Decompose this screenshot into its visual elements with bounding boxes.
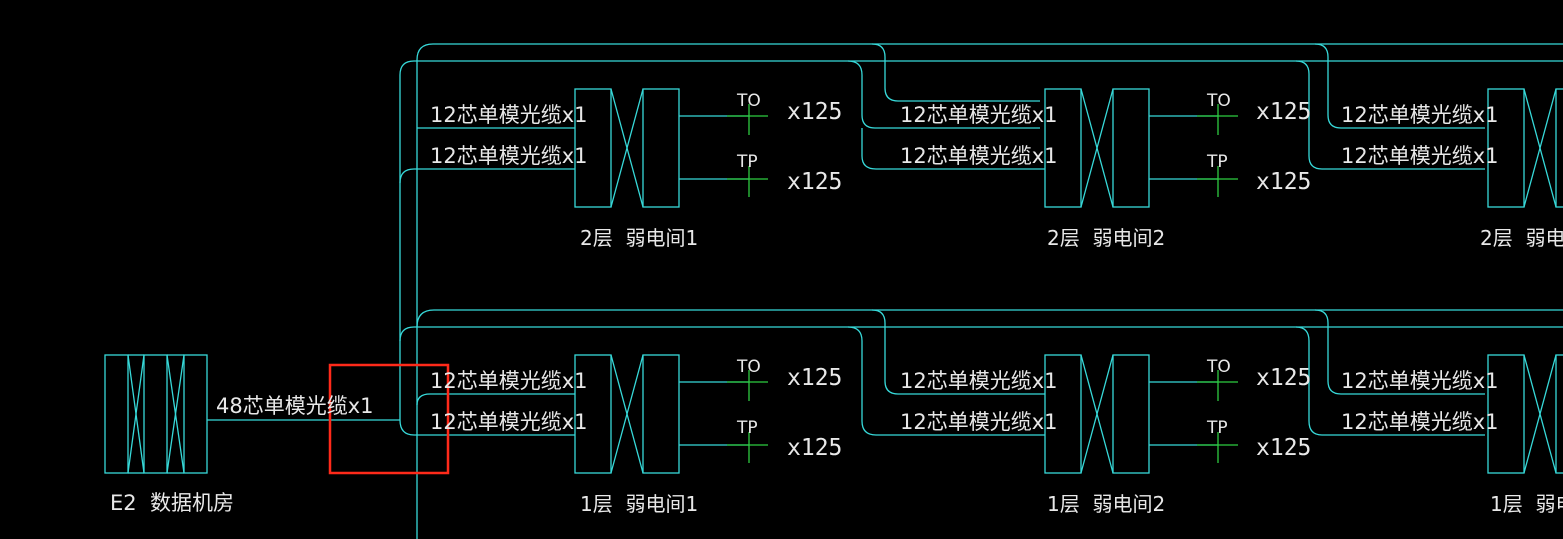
upper-bus-line-a [416, 43, 1040, 102]
cable-label: 12芯单模光缆x1 [1341, 369, 1499, 393]
cable-label: 12芯单模光缆x1 [430, 103, 588, 127]
closet-name: 1层 弱电间1 [580, 492, 698, 516]
lower-feed-b [399, 419, 575, 436]
outlet-count: x125 [1256, 169, 1311, 195]
outlet-symbol-tp [1197, 166, 1238, 197]
closet-rack-1f-3 [1487, 354, 1563, 474]
upper-bus-line-c [872, 43, 1485, 129]
outlet-count: x125 [787, 169, 842, 195]
outlet-count: x125 [1256, 435, 1311, 461]
outlet-symbol-tp [727, 166, 768, 197]
cable-label: 12芯单模光缆x1 [1341, 103, 1499, 127]
trunk-cable-label: 48芯单模光缆x1 [216, 394, 374, 418]
outlet-count: x125 [787, 435, 842, 461]
outlet-label-to: TO [736, 357, 761, 377]
outlet-symbol-tp [1197, 432, 1238, 463]
closet-name: 2层 弱电间1 [580, 226, 698, 250]
upper-feed-b [399, 168, 575, 184]
data-room-rack [104, 354, 208, 474]
outlet-label-tp: TP [1206, 152, 1228, 172]
outlet-symbol-tp [727, 432, 768, 463]
lower-bus-line-b [399, 326, 1045, 436]
closet-name: 2层 弱电间3 [1480, 226, 1563, 250]
closet-rack-1f-1 [574, 354, 680, 474]
outlet-label-tp: TP [736, 152, 758, 172]
cable-label: 12芯单模光缆x1 [900, 144, 1058, 168]
cable-label: 12芯单模光缆x1 [900, 103, 1058, 127]
outlet-label-to: TO [1206, 357, 1231, 377]
cable-label: 12芯单模光缆x1 [430, 410, 588, 434]
outlet-symbol-to [1197, 104, 1238, 135]
outlet-symbol-to [1197, 370, 1238, 401]
outlet-symbol-to [727, 104, 768, 135]
lower-bus-line-a [416, 309, 1045, 395]
highlight-box [328, 363, 450, 475]
outlet-count: x125 [1256, 99, 1311, 125]
data-room-label: E2 数据机房 [110, 491, 234, 515]
closet-rack-2f-3 [1487, 88, 1563, 208]
lower-bus-line-c [872, 309, 1485, 395]
closet-rack-1f-2 [1044, 354, 1150, 474]
closet-rack-2f-1 [574, 88, 680, 208]
cable-label: 12芯单模光缆x1 [430, 369, 588, 393]
outlet-count: x125 [787, 365, 842, 391]
upper-bus-line-b [399, 60, 1040, 420]
lower-bus-line-d [848, 326, 1485, 436]
closet-name: 1层 弱电间 [1490, 492, 1563, 516]
cable-label: 12芯单模光缆x1 [900, 369, 1058, 393]
outlet-label-tp: TP [736, 418, 758, 438]
outlet-label-to: TO [736, 91, 761, 111]
outlet-label-tp: TP [1206, 418, 1228, 438]
outlet-count: x125 [1256, 365, 1311, 391]
outlet-label-to: TO [1206, 91, 1231, 111]
outlet-symbol-to [727, 370, 768, 401]
cable-label: 12芯单模光缆x1 [1341, 410, 1499, 434]
closet-rack-2f-2 [1044, 88, 1150, 208]
upper-bus-line-d [848, 60, 1485, 170]
cable-label: 12芯单模光缆x1 [900, 410, 1058, 434]
lower-feed-a [416, 393, 575, 406]
upper-feed-c [861, 128, 1045, 170]
cable-label: 12芯单模光缆x1 [430, 144, 588, 168]
cable-label: 12芯单模光缆x1 [1341, 144, 1499, 168]
outlet-count: x125 [787, 99, 842, 125]
closet-name: 1层 弱电间2 [1047, 492, 1165, 516]
closet-name: 2层 弱电间2 [1047, 226, 1165, 250]
